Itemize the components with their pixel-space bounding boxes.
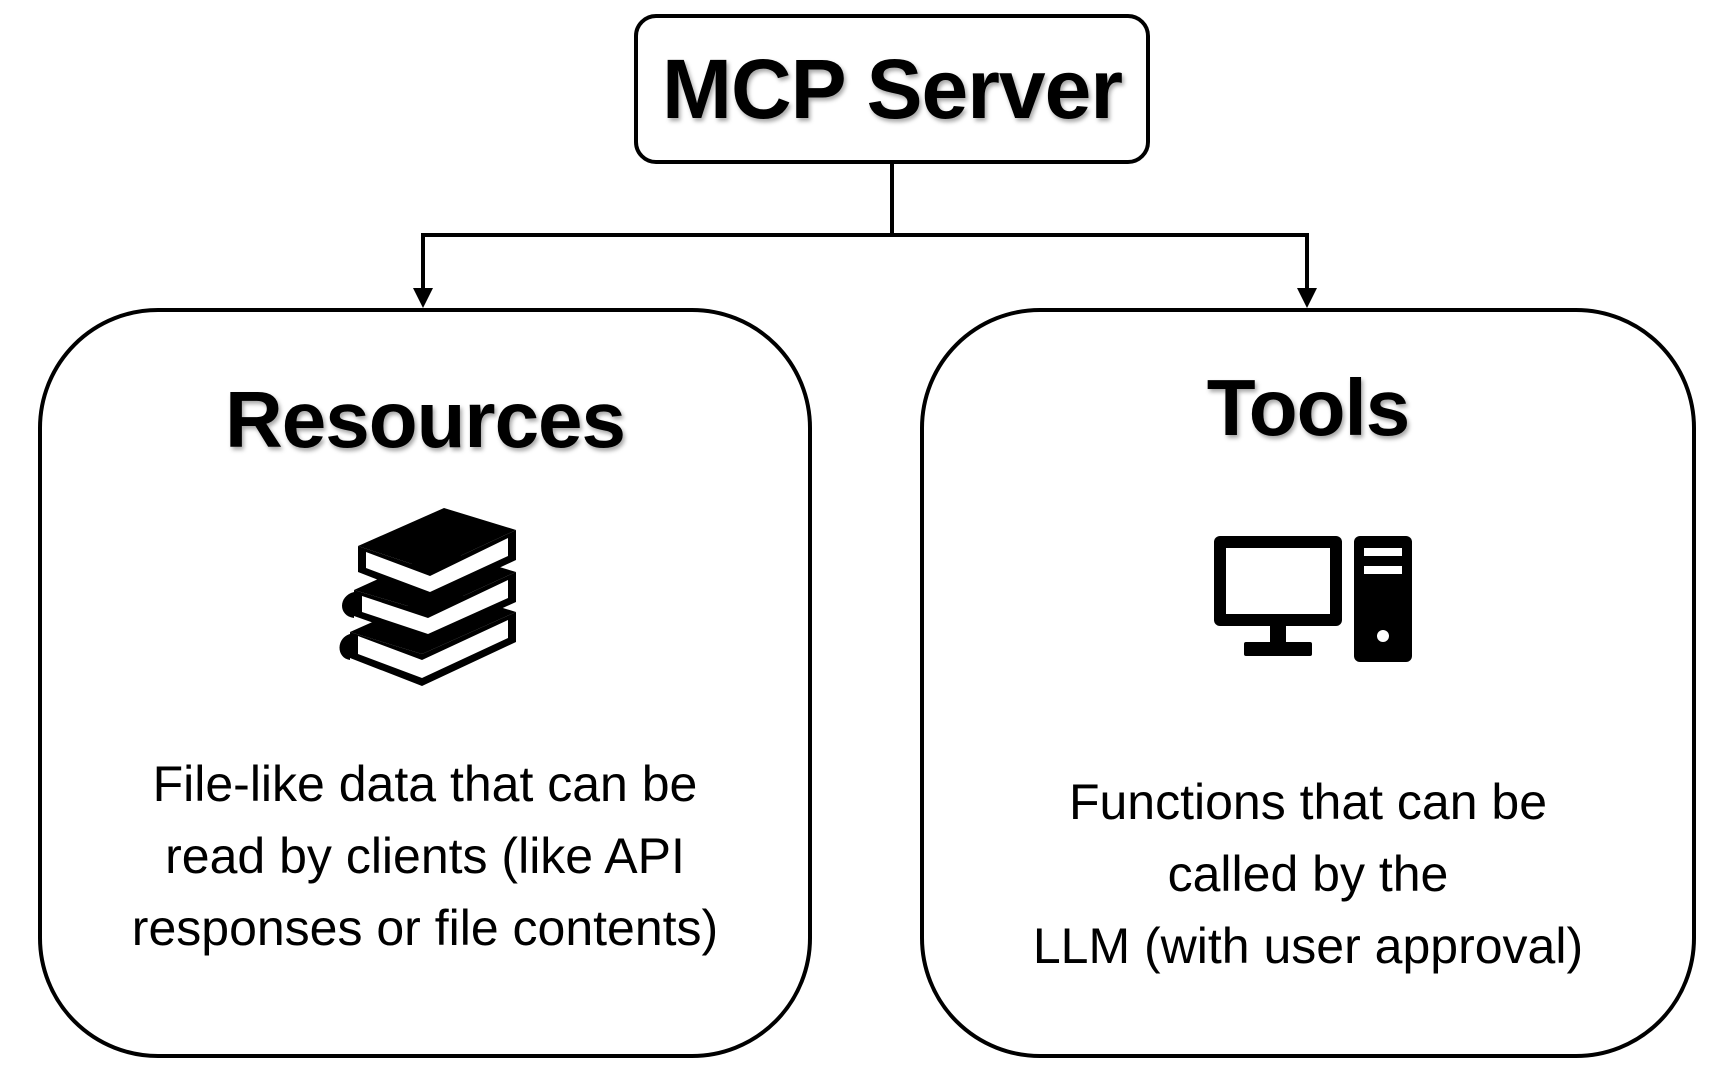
computer-icon [1214, 536, 1412, 662]
resources-description-line: read by clients (like API [165, 828, 685, 884]
resources-card: Resources File-like data that can be rea… [38, 308, 812, 1058]
tools-card: Tools Functions that can be called by th… [920, 308, 1696, 1058]
mcp-server-box: MCP Server [634, 14, 1150, 164]
resources-description-line: File-like data that can be [152, 756, 698, 812]
tools-description: Functions that can be called by the LLM … [944, 766, 1672, 982]
tools-description-line: called by the [1167, 846, 1449, 902]
server-title: MCP Server [661, 41, 1123, 136]
arrowhead-left [413, 288, 433, 308]
tools-title: Tools [1206, 363, 1410, 452]
books-icon [339, 508, 516, 686]
resources-description-line: responses or file contents) [131, 900, 719, 956]
resources-description: File-like data that can be read by clien… [62, 748, 788, 964]
arrowhead-right [1297, 288, 1317, 308]
tools-description-line: LLM (with user approval) [1032, 918, 1584, 974]
tools-description-line: Functions that can be [1068, 774, 1548, 830]
resources-title: Resources [224, 375, 626, 464]
